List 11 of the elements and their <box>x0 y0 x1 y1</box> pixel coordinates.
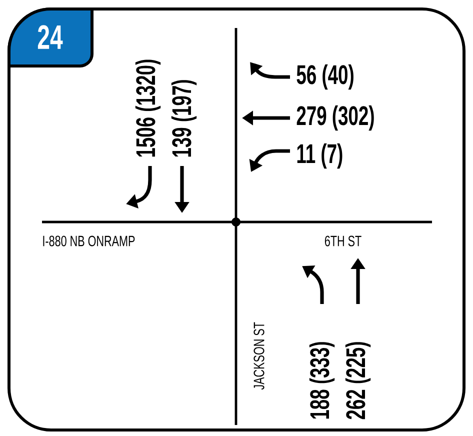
street-label: JACKSON ST <box>254 322 264 390</box>
volume-label: 262 (225) <box>345 342 371 420</box>
volume-label: 279 (302) <box>296 105 374 131</box>
volume-label: 56 (40) <box>296 64 354 90</box>
number-badge: 24 <box>8 8 94 68</box>
street-label: 6TH ST <box>324 236 362 246</box>
volume-label: 188 (333) <box>309 342 335 419</box>
volume-label: 139 (197) <box>171 80 197 157</box>
volume-label: 1506 (1320) <box>135 60 161 157</box>
street-label: I-880 NB ONRAMP <box>43 236 135 246</box>
volume-label: 11 (7) <box>297 143 342 169</box>
